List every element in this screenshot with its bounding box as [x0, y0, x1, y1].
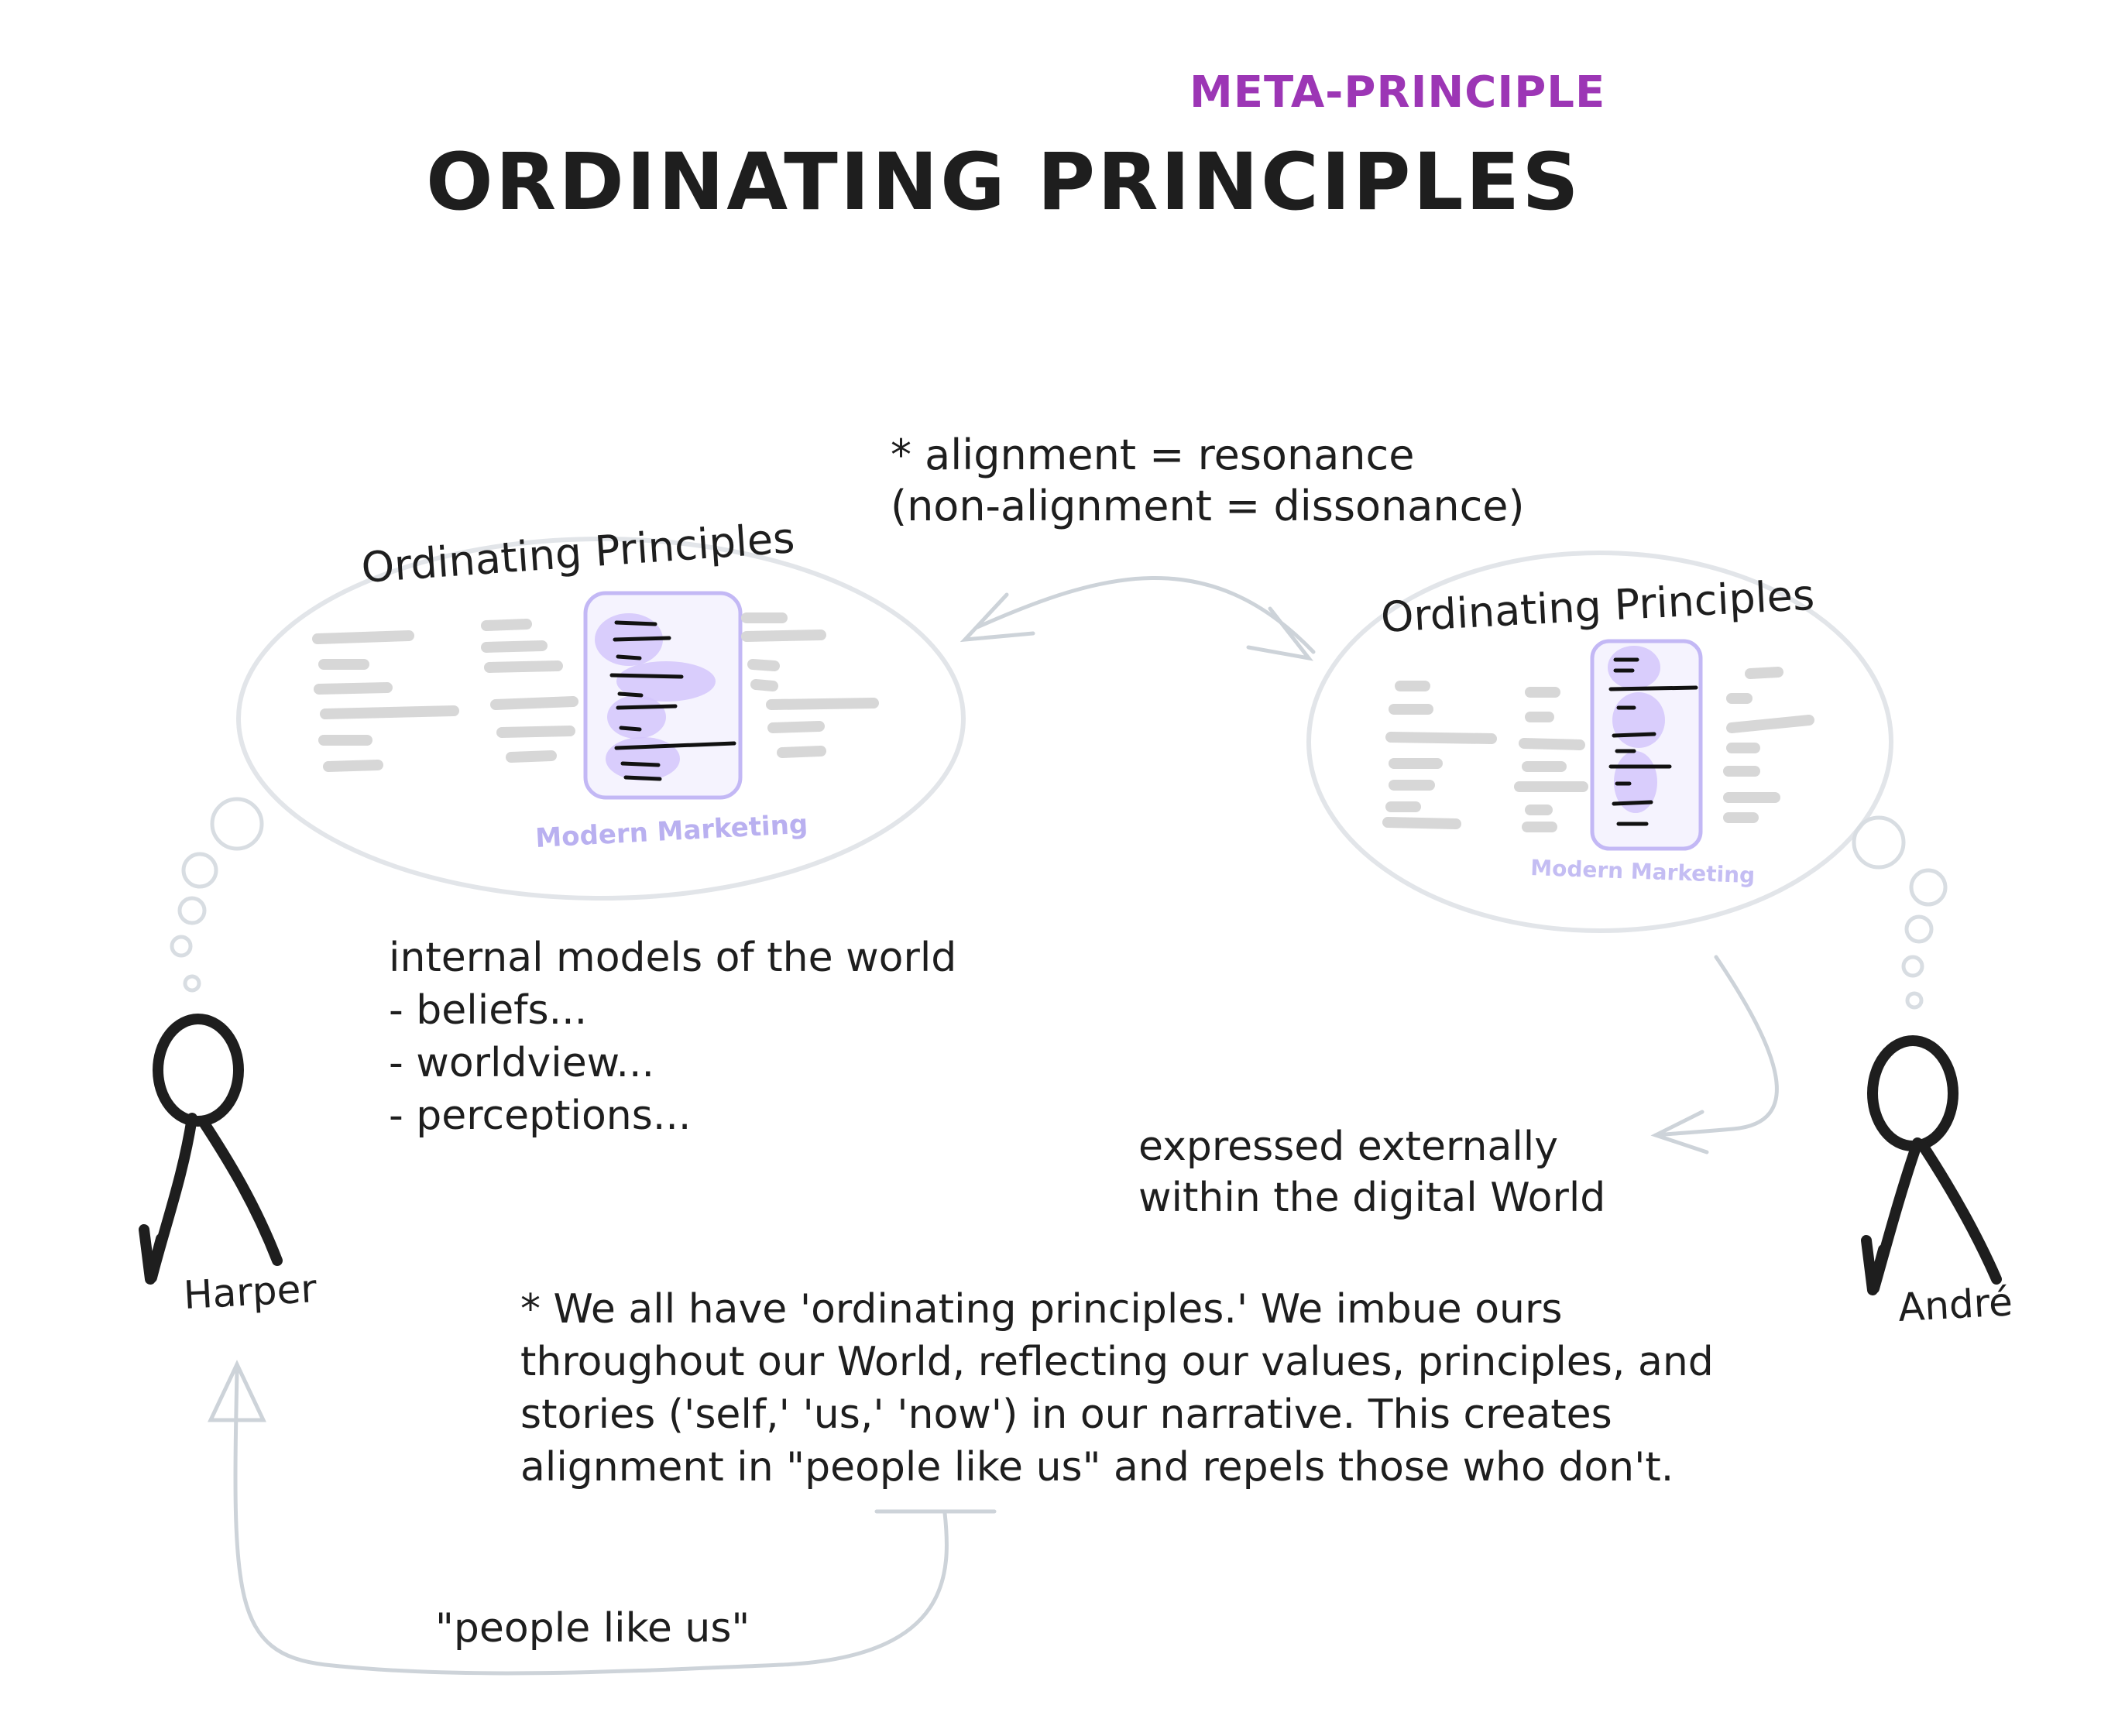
alignment-note: * alignment = resonance (non-alignment =…	[891, 431, 1525, 530]
harper-right-leg	[197, 1116, 283, 1266]
expressed-externally: expressed externally within the digital …	[1138, 1124, 1605, 1221]
ordinating-note-line1: * We all have 'ordinating principles.' W…	[520, 1286, 1562, 1333]
ordinating-note-line4: alignment in "people like us" and repels…	[520, 1444, 1674, 1491]
left-bubble-tag: Modern Marketing	[534, 809, 808, 854]
ordinating-note-line3: stories ('self,' 'us,' 'now') in our nar…	[520, 1391, 1612, 1438]
right-bubble-tag: Modern Marketing	[1530, 855, 1756, 888]
left-gray-column-3	[741, 612, 879, 758]
people-like-us-loop: "people like us"	[208, 1360, 997, 1676]
left-gray-column-1	[312, 630, 459, 772]
person-harper: Harper	[139, 1014, 318, 1318]
resonance-arrowhead-right	[1246, 606, 1313, 661]
internal-models-heading: internal models of the world	[389, 935, 956, 981]
internal-models-item-2: - worldview...	[389, 1040, 654, 1086]
loop-label: "people like us"	[435, 1605, 750, 1652]
ordinating-note-line2: throughout our World, reflecting our val…	[520, 1339, 1714, 1385]
andre-right-leg	[1917, 1139, 2002, 1285]
right-gray-column-3	[1723, 667, 1814, 823]
right-highlight-column	[1590, 639, 1703, 851]
loop-arrowhead	[208, 1360, 266, 1422]
internal-models-item-1: - beliefs...	[389, 987, 587, 1034]
page-title: ORDINATING PRINCIPLES	[426, 136, 1581, 228]
resonance-arrow	[960, 576, 1316, 661]
right-thought-dots	[1852, 815, 1948, 1010]
expressed-line2: within the digital World	[1138, 1175, 1605, 1221]
andre-head	[1867, 1035, 1959, 1151]
right-bubble-outline	[1306, 551, 1893, 933]
harper-head	[153, 1014, 244, 1127]
left-bubble-outline	[236, 537, 966, 901]
expressed-line1: expressed externally	[1138, 1124, 1558, 1170]
andre-foot	[1861, 1235, 1889, 1295]
right-thought-bubble: Ordinating Principles	[1306, 551, 1893, 933]
left-thought-dots	[170, 797, 264, 993]
resonance-arrowhead-left	[960, 592, 1035, 643]
loop-path	[233, 1368, 949, 1676]
ordinating-note: * We all have 'ordinating principles.' W…	[520, 1286, 1714, 1491]
andre-name: André	[1897, 1279, 2014, 1330]
expressed-arrow	[1650, 955, 1779, 1154]
alignment-note-line2: (non-alignment = dissonance)	[891, 482, 1525, 530]
left-highlight-column	[583, 591, 743, 800]
internal-models-item-3: - perceptions...	[389, 1093, 691, 1139]
left-principles-list	[312, 591, 879, 800]
left-bubble-heading: Ordinating Principles	[360, 513, 797, 592]
harper-foot	[139, 1224, 166, 1285]
meta-principle-label: META-PRINCIPLE	[1190, 67, 1605, 118]
expressed-arrowhead	[1650, 1110, 1709, 1154]
harper-name: Harper	[183, 1266, 318, 1318]
right-gray-column-1	[1382, 681, 1497, 829]
left-gray-column-2	[481, 619, 578, 763]
person-andre: André	[1861, 1035, 2014, 1330]
alignment-note-line1: * alignment = resonance	[891, 431, 1414, 479]
left-thought-bubble: Ordinating Principles	[236, 513, 966, 901]
right-principles-list	[1382, 639, 1814, 851]
internal-models: internal models of the world - beliefs..…	[389, 935, 956, 1139]
right-gray-column-2	[1514, 687, 1588, 832]
